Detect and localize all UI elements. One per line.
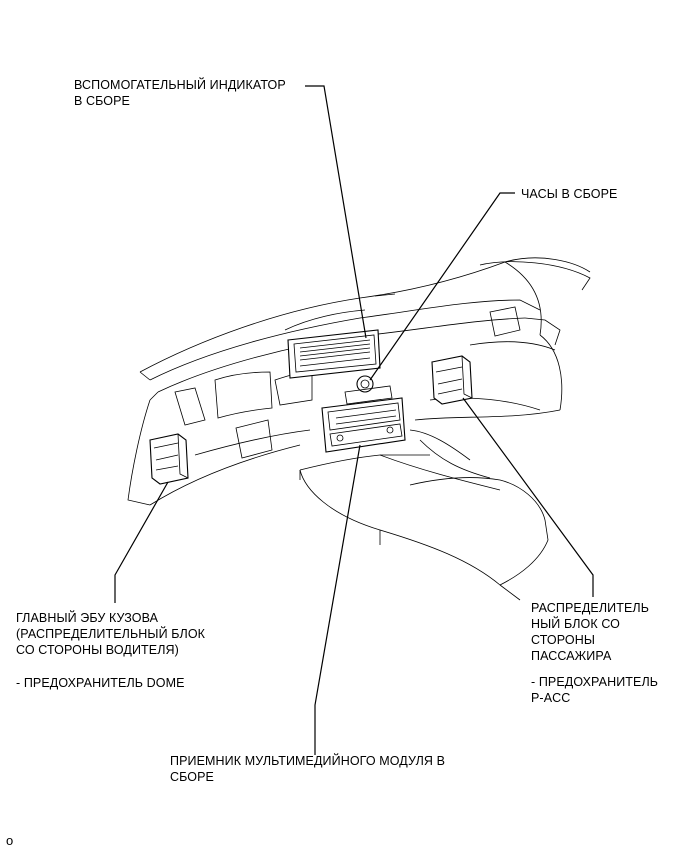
multimedia-receiver-label: ПРИЕМНИК МУЛЬТИМЕДИЙНОГО МОДУЛЯ В СБОРЕ <box>170 754 446 784</box>
leader-passenger <box>462 397 594 597</box>
passenger-junction-block-label: РАСПРЕДЕЛИТЕЛЬ НЫЙ БЛОК СО СТОРОНЫ ПАССА… <box>531 601 650 663</box>
aux-indicator-label: ВСПОМОГАТЕЛЬНЫЙ ИНДИКАТОР В СБОРЕ <box>74 78 286 108</box>
clock-label: ЧАСЫ В СБОРЕ <box>521 187 618 201</box>
leader-aux-indicator <box>305 85 367 339</box>
main-body-ecu-label: ГЛАВНЫЙ ЭБУ КУЗОВА (РАСПРЕДЕЛИТЕЛЬНЫЙ БЛ… <box>16 611 206 657</box>
aux-indicator-component <box>287 329 381 379</box>
main-body-ecu-fuse-label: - ПРЕДОХРАНИТЕЛЬ DOME <box>16 676 185 690</box>
multimedia-receiver-component <box>321 385 406 453</box>
main-body-ecu-component <box>149 433 189 485</box>
leader-main-ecu <box>114 481 169 603</box>
clock-component <box>356 375 374 393</box>
leader-lines <box>114 85 594 755</box>
leader-multimedia <box>314 444 361 755</box>
corner-mark: o <box>6 833 14 848</box>
leader-clock <box>369 192 515 381</box>
passenger-junction-block-component <box>431 355 473 405</box>
passenger-fuse-label: - ПРЕДОХРАНИТЕЛЬ P-ACC <box>531 675 659 705</box>
